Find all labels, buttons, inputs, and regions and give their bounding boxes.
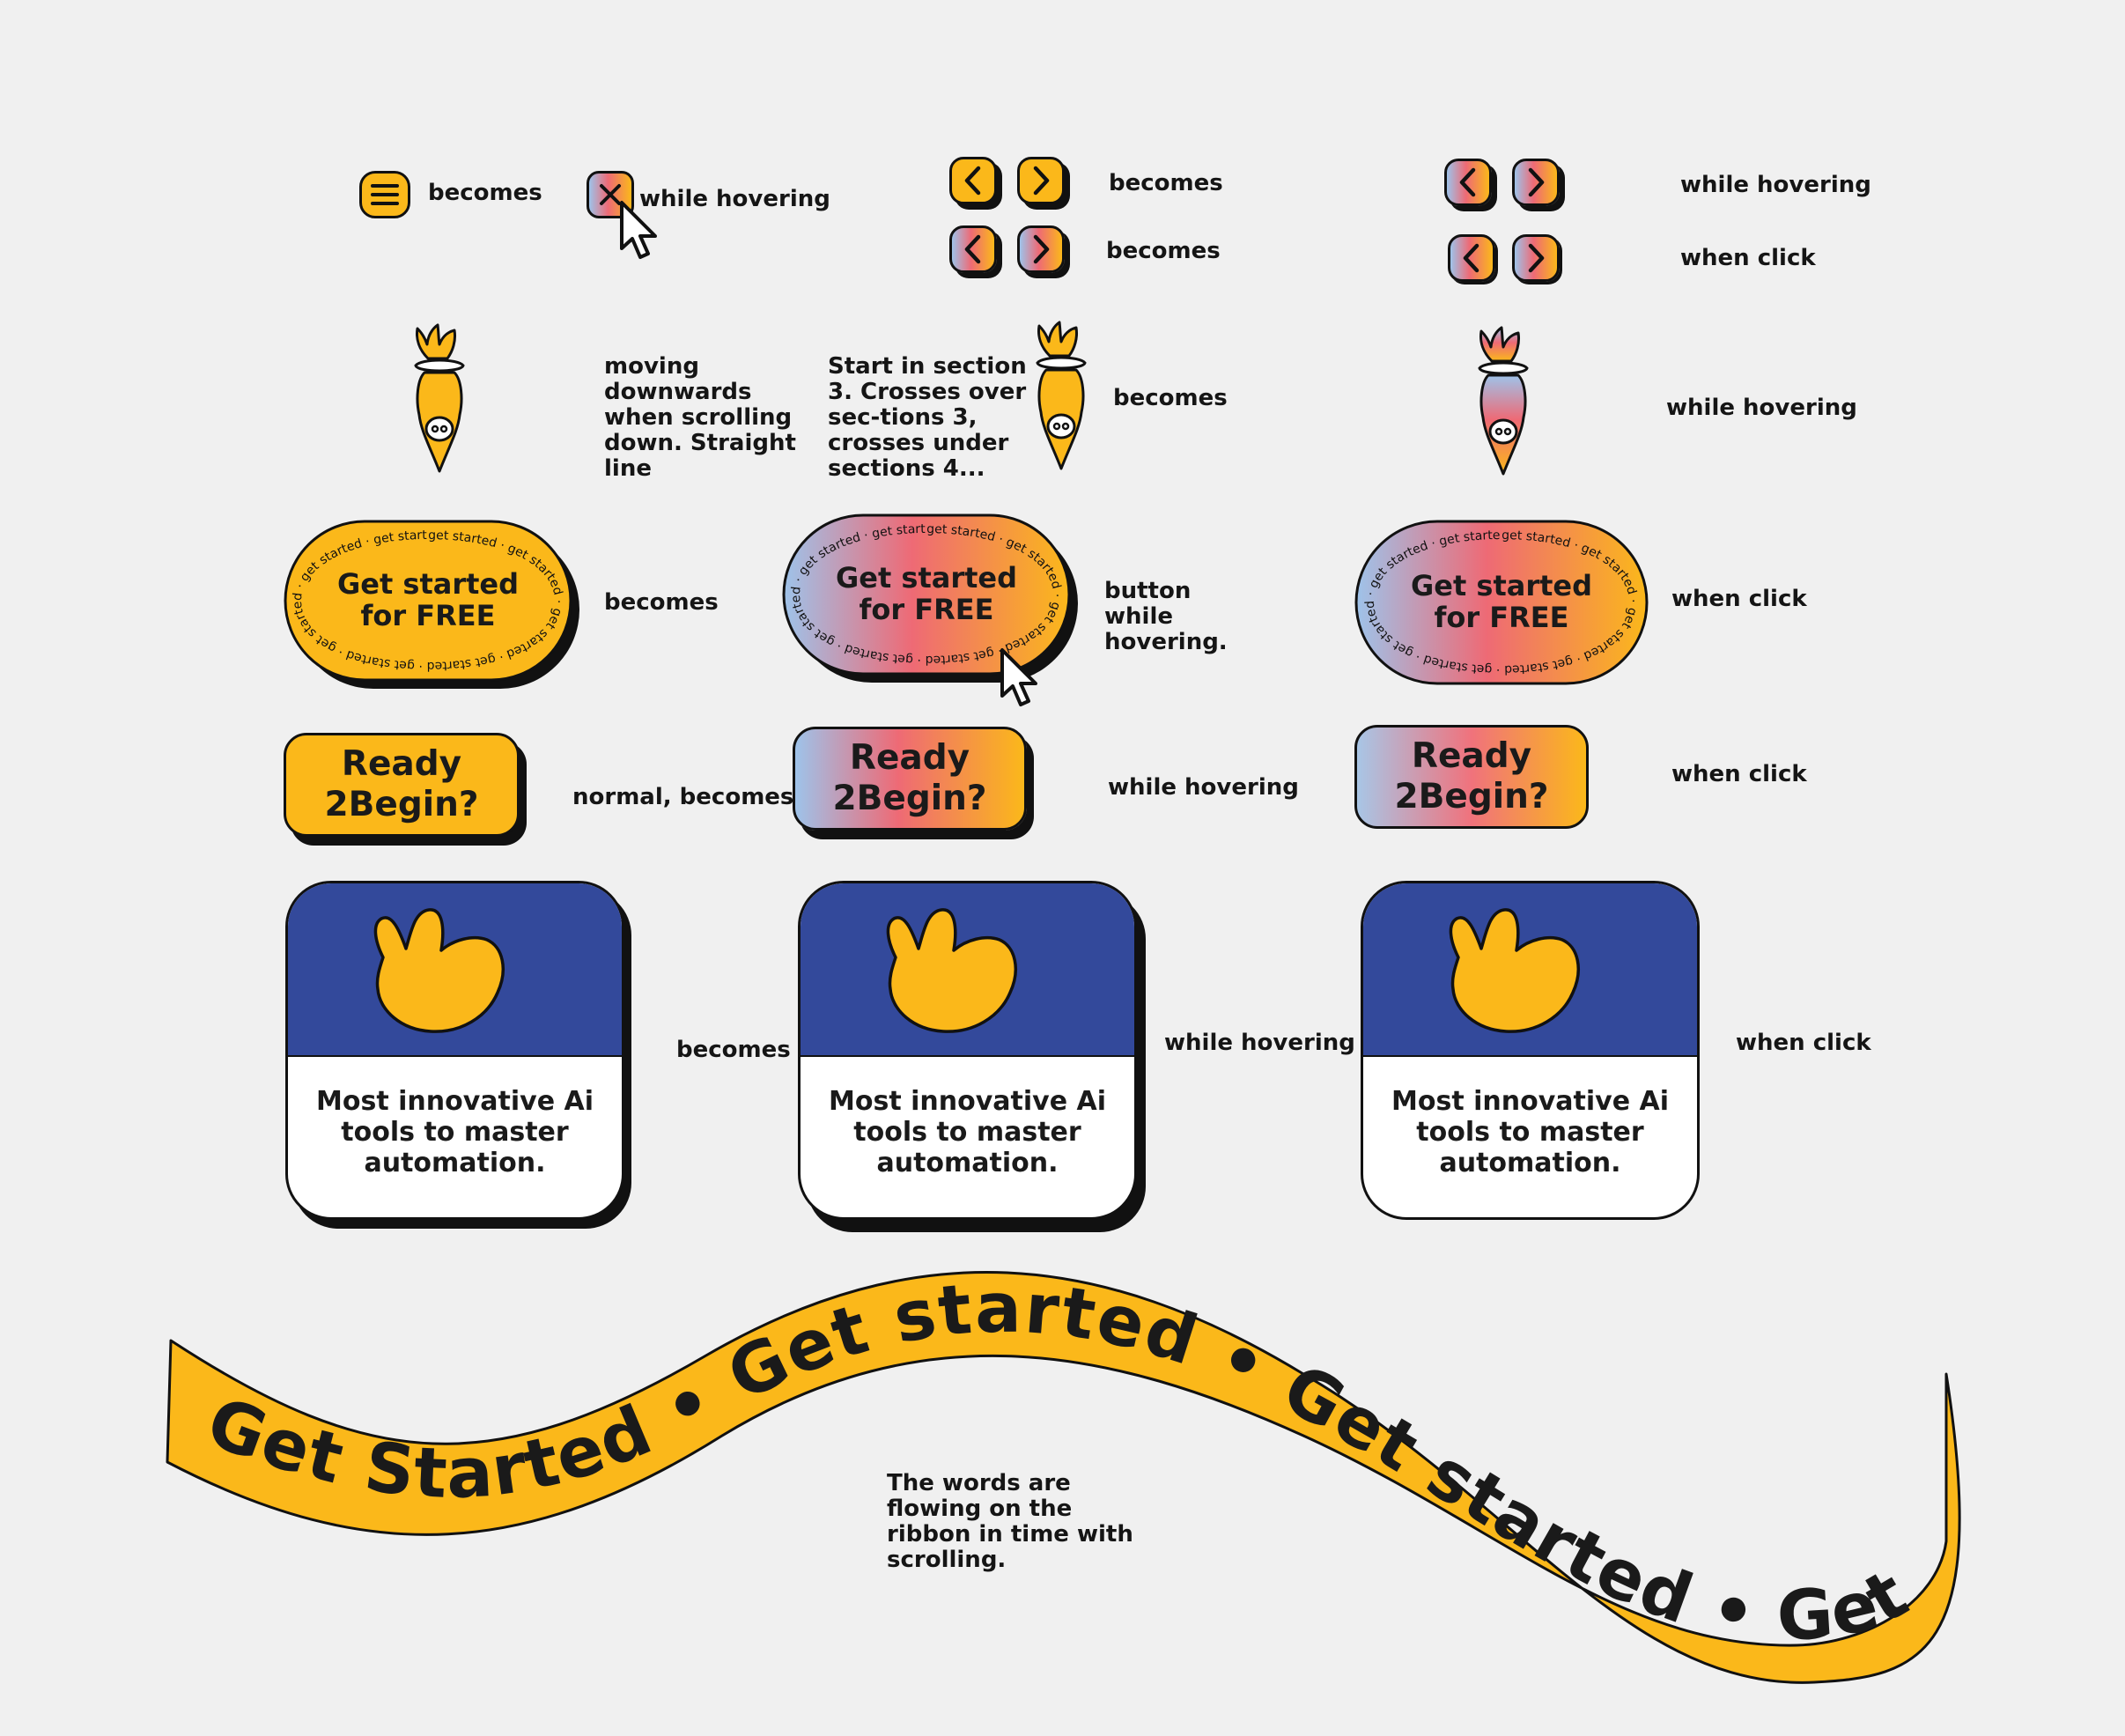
cursor-icon: [1000, 648, 1037, 706]
blob-icon: [1449, 908, 1580, 1033]
svg-text:Get Started • Get started: Get Started • Get started • Get started …: [0, 1233, 1943, 1658]
ready-hover-label: while hovering: [1108, 774, 1299, 801]
card-text: Most innovative Ai tools to master autom…: [316, 1086, 594, 1178]
card-becomes-label: becomes: [676, 1037, 791, 1063]
cta-line1: Get started: [1411, 569, 1592, 602]
close-icon: [600, 184, 621, 205]
ready-button-normal[interactable]: Ready 2Begin?: [284, 733, 520, 837]
cta-shape: get started · get started · get started …: [778, 503, 1078, 683]
feature-card-hover[interactable]: Most innovative Ai tools to master autom…: [798, 881, 1137, 1220]
close-hover-label: while hovering: [639, 186, 830, 212]
chevron-right-icon: [1528, 167, 1545, 197]
menu-button[interactable]: [359, 171, 410, 218]
menu-icon: [371, 184, 399, 205]
ready-line2: 2Begin?: [1394, 777, 1549, 816]
cta-hover-label: button while hovering.: [1104, 578, 1228, 655]
next-button[interactable]: [1017, 157, 1065, 204]
cta-line2: for FREE: [1434, 601, 1568, 634]
prev-button-alt[interactable]: [949, 225, 997, 273]
ready-line1: Ready: [1411, 736, 1532, 776]
next-button-alt[interactable]: [1017, 225, 1065, 273]
arrows-hover-label: while hovering: [1680, 172, 1871, 198]
cta-button-click[interactable]: get started · get started · get started …: [1351, 509, 1656, 692]
card-click-label: when click: [1736, 1030, 1871, 1056]
cursor-icon: [620, 201, 657, 259]
arrows-click-label: when click: [1680, 245, 1816, 271]
rocket-hover-label: while hovering: [1666, 395, 1857, 421]
next-button-click[interactable]: [1512, 234, 1560, 282]
ready-button-hover[interactable]: Ready 2Begin?: [793, 727, 1027, 831]
card-text: Most innovative Ai tools to master autom…: [1391, 1086, 1669, 1178]
ready-line1: Ready: [341, 744, 462, 784]
feature-card-click[interactable]: Most innovative Ai tools to master autom…: [1361, 881, 1700, 1220]
cta-line1: Get started: [836, 561, 1017, 595]
card-hover-label: while hovering: [1164, 1030, 1355, 1056]
ready-normal-label: normal, becomes: [572, 784, 794, 810]
card-text: Most innovative Ai tools to master autom…: [829, 1086, 1106, 1178]
blob-icon: [886, 908, 1017, 1033]
cta-click-label: when click: [1671, 586, 1807, 612]
cta-line2: for FREE: [859, 593, 993, 626]
close-button-hover[interactable]: [587, 171, 634, 218]
feature-card-normal[interactable]: Most innovative Ai tools to master autom…: [285, 881, 624, 1220]
prev-button[interactable]: [949, 157, 997, 204]
get-started-ribbon: Get Started • Get started • Get started …: [0, 1233, 1961, 1684]
rocket-scroll-note: moving downwards when scrolling down. St…: [604, 353, 796, 482]
ribbon-note: The words are flowing on the ribbon in t…: [887, 1470, 1133, 1573]
ready-button-click[interactable]: Ready 2Begin?: [1354, 725, 1589, 829]
arrows-becomes-label-2: becomes: [1106, 238, 1221, 264]
blob-icon: [373, 908, 505, 1033]
cta-button-normal[interactable]: get started · get started · get started …: [280, 509, 585, 692]
rocket-icon-hover: [1472, 326, 1534, 476]
chevron-right-icon: [1033, 166, 1050, 196]
prev-button-click[interactable]: [1448, 234, 1495, 282]
chevron-left-icon: [1463, 243, 1479, 273]
arrows-becomes-label-1: becomes: [1109, 170, 1223, 196]
next-button-hover[interactable]: [1512, 159, 1560, 206]
ribbon-text: Get Started • Get started • Get started …: [0, 1233, 1941, 1658]
chevron-right-icon: [1033, 234, 1050, 264]
cta-shape: get started · get started · get started …: [280, 509, 579, 689]
chevron-left-icon: [964, 166, 981, 196]
menu-becomes-label: becomes: [428, 180, 542, 206]
chevron-left-icon: [1459, 167, 1476, 197]
ready-line2: 2Begin?: [832, 779, 987, 818]
cta-becomes-label: becomes: [604, 589, 719, 616]
chevron-right-icon: [1528, 243, 1545, 273]
cta-line1: Get started: [337, 567, 519, 601]
prev-button-hover[interactable]: [1444, 159, 1492, 206]
cta-line2: for FREE: [360, 599, 495, 632]
ready-line2: 2Begin?: [324, 785, 479, 824]
ready-click-label: when click: [1671, 761, 1807, 787]
cta-button-hover[interactable]: get started · get started · get started …: [778, 503, 1083, 686]
rocket-becomes-label: becomes: [1113, 385, 1228, 411]
rocket-icon: [1030, 321, 1092, 470]
rocket-icon: [409, 323, 470, 473]
cta-shape: get started · get started · get started …: [1351, 509, 1649, 685]
rocket-section-note: Start in section 3. Crosses over sec-tio…: [828, 353, 1027, 482]
ready-line1: Ready: [849, 738, 970, 778]
chevron-left-icon: [964, 234, 981, 264]
